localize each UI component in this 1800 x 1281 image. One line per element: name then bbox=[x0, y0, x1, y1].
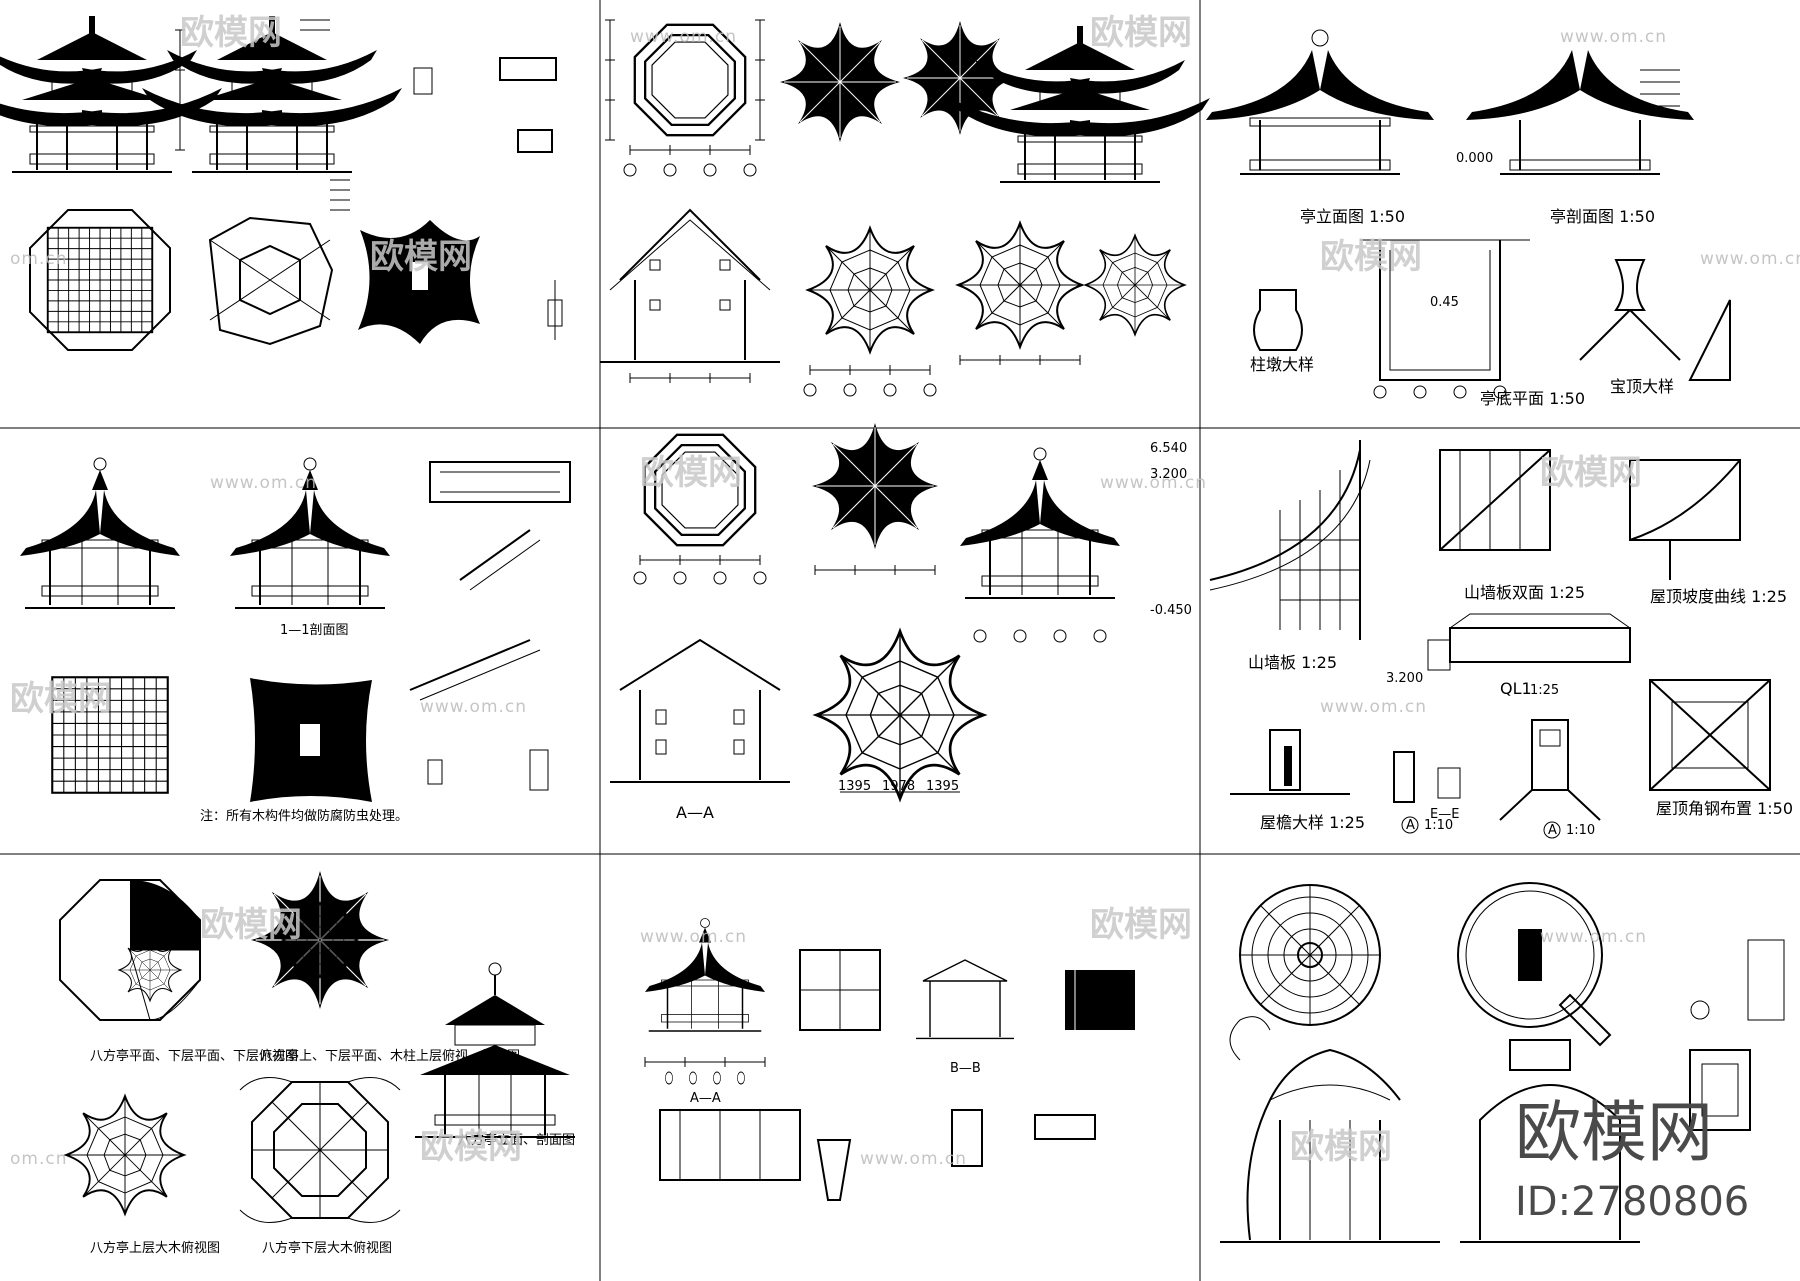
watermark-site: www.om.cn bbox=[420, 697, 527, 717]
label-callout-a2: A bbox=[1548, 823, 1557, 838]
watermark-logo: 欧模网 bbox=[1320, 237, 1422, 277]
watermark-site: www.om.cn bbox=[860, 1149, 967, 1169]
panel-3: 亭立面图 1:50 亭剖面图 1:50 0.000 0.45 亭底平面 1:50 bbox=[1206, 29, 1731, 408]
watermark-site: www.om.cn bbox=[630, 27, 737, 47]
watermark-site: om.cn bbox=[10, 1149, 68, 1169]
watermark-site: www.om.cn bbox=[1540, 927, 1647, 947]
label-pavilion-plan: 亭底平面 1:50 bbox=[1480, 389, 1585, 408]
watermark-logo: 欧模网 bbox=[420, 1127, 522, 1167]
watermark-site: www.om.cn bbox=[1560, 27, 1667, 47]
label-roof-angle-steel: 屋顶角钢布置 1:50 bbox=[1656, 799, 1793, 818]
label-column-base-detail: 柱墩大样 bbox=[1250, 355, 1314, 374]
watermark-logo: 欧模网 bbox=[10, 679, 112, 719]
watermarks: 欧模网 欧模网 欧模网 欧模网 欧模网 欧模网 欧模网 欧模网 欧模网 欧模网 … bbox=[10, 13, 1800, 1169]
brand-logo-text: 欧模网 bbox=[1515, 1094, 1713, 1171]
watermark-site: om.cn bbox=[10, 249, 68, 269]
label-elev-3200b: 3.200 bbox=[1386, 671, 1423, 686]
watermark-logo: 欧模网 bbox=[370, 237, 472, 277]
label-elev-6540: 6.540 bbox=[1150, 441, 1187, 456]
panel-8: B—B A—A bbox=[644, 917, 1135, 1201]
watermark-site: www.om.cn bbox=[1320, 697, 1427, 717]
brand-overlay: 欧模网 ID:2780806 bbox=[1515, 1094, 1749, 1225]
label-e-e: E—E bbox=[1430, 807, 1459, 822]
brand-id: ID:2780806 bbox=[1515, 1179, 1749, 1225]
label-section-1-1: 1—1剖面图 bbox=[280, 623, 349, 638]
label-roof-slope-curve: 屋顶坡度曲线 1:25 bbox=[1650, 587, 1787, 606]
panel-1 bbox=[0, 15, 563, 351]
label-elev-neg0450: -0.450 bbox=[1150, 603, 1192, 618]
panel-5: 6.540 3.200 -0.450 A—A 1395 1978 1395 bbox=[610, 422, 1192, 822]
watermark-logo: 欧模网 bbox=[640, 453, 742, 493]
watermark-logo: 欧模网 bbox=[180, 13, 282, 53]
label-lower-timber: 八方亭下层大木俯视图 bbox=[262, 1240, 392, 1256]
label-dim-2: 1978 bbox=[882, 779, 915, 794]
panel-6: 山墙板 1:25 山墙板双面 1:25 屋顶坡度曲线 1:25 QL1 1:25… bbox=[1209, 440, 1793, 839]
label-finial-detail: 宝顶大样 bbox=[1610, 377, 1674, 396]
label-ql1-scale: 1:25 bbox=[1530, 683, 1559, 698]
watermark-logo: 欧模网 bbox=[1090, 13, 1192, 53]
watermark-logo: 欧模网 bbox=[1090, 905, 1192, 945]
panel-7: 八方亭平面、下层平面、下层俯视图 八方亭上、下层平面、木柱上层俯视、俯视图 八方… bbox=[59, 870, 575, 1256]
label-upper-timber: 八方亭上层大木俯视图 bbox=[90, 1240, 220, 1256]
label-gable-both: 山墙板双面 1:25 bbox=[1464, 583, 1585, 602]
panel-4: 1—1剖面图 注：所有木构件均做防腐防虫处理。 bbox=[19, 457, 571, 824]
label-gable-board: 山墙板 1:25 bbox=[1248, 653, 1337, 672]
label-octagon-plan-2: 八方亭上、下层平面、木柱上层俯视、俯视图 bbox=[260, 1048, 520, 1064]
label-section-b-b: B—B bbox=[950, 1061, 981, 1076]
label-octagon-elev: 八方亭立面、剖面图 bbox=[458, 1132, 575, 1148]
panel-2 bbox=[600, 19, 1211, 397]
watermark-site: www.om.cn bbox=[1100, 473, 1207, 493]
watermark-logo: 欧模网 bbox=[1290, 1127, 1392, 1167]
watermark-site: www.om.cn bbox=[640, 927, 747, 947]
label-scale-1-10a: 1:10 bbox=[1424, 818, 1453, 833]
watermark-site: www.om.cn bbox=[1700, 249, 1800, 269]
label-ql1: QL1 bbox=[1500, 679, 1532, 698]
label-callout-a1: A bbox=[1406, 818, 1415, 833]
label-section-a-a-2: A—A bbox=[690, 1091, 721, 1106]
panel-9 bbox=[1220, 882, 1785, 1243]
label-dim-1: 1395 bbox=[838, 779, 871, 794]
label-level-0: 0.000 bbox=[1456, 151, 1493, 166]
label-pavilion-elevation: 亭立面图 1:50 bbox=[1300, 207, 1405, 226]
label-elev-3200: 3.200 bbox=[1150, 467, 1187, 482]
label-level-045: 0.45 bbox=[1430, 295, 1459, 310]
label-pavilion-section: 亭剖面图 1:50 bbox=[1550, 207, 1655, 226]
label-dim-3: 1395 bbox=[926, 779, 959, 794]
label-section-a-a: A—A bbox=[676, 803, 714, 822]
label-scale-1-10b: 1:10 bbox=[1566, 823, 1595, 838]
watermark-logo: 欧模网 bbox=[200, 905, 302, 945]
label-note: 注：所有木构件均做防腐防虫处理。 bbox=[200, 808, 408, 824]
label-octagon-plan-1: 八方亭平面、下层平面、下层俯视图 bbox=[90, 1048, 298, 1064]
label-eave-detail: 屋檐大样 1:25 bbox=[1260, 813, 1365, 832]
watermark-site: www.om.cn bbox=[210, 473, 317, 493]
watermark-logo: 欧模网 bbox=[1540, 453, 1642, 493]
